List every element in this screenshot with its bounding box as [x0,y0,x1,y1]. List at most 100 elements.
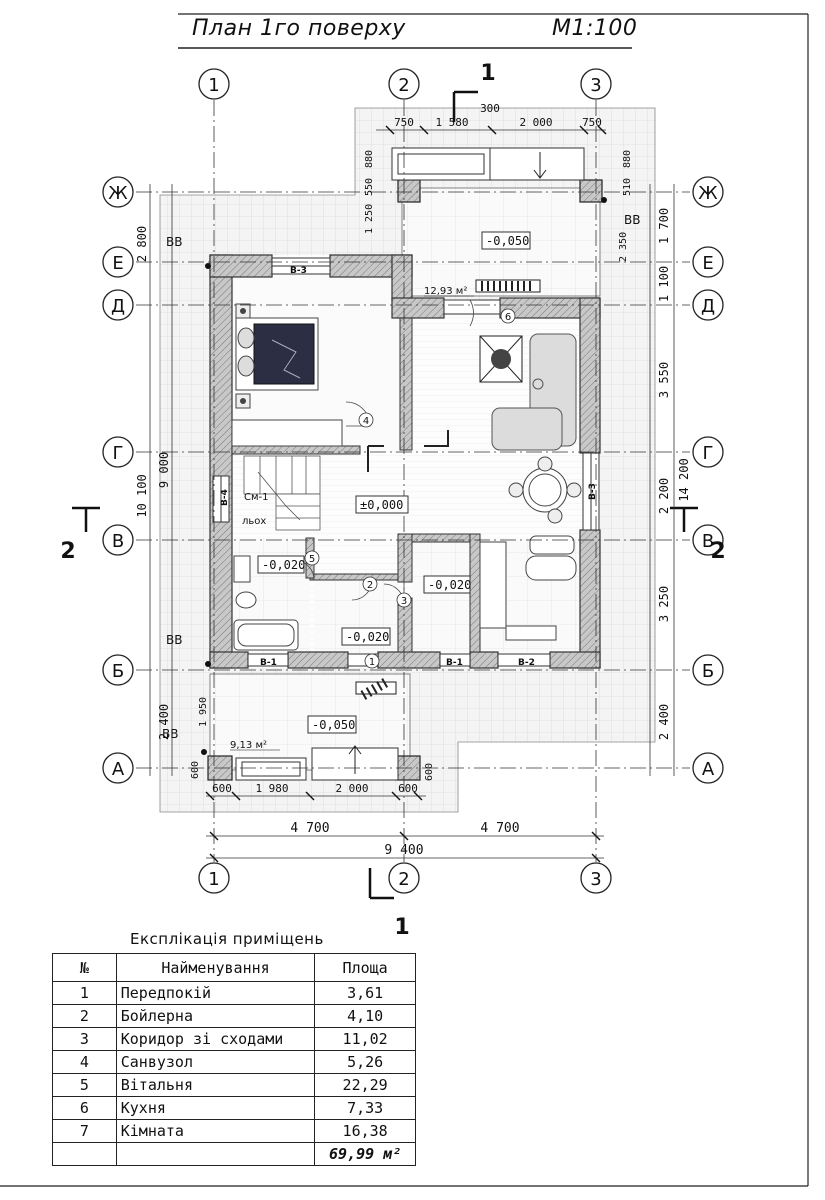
room-marker-6: 6 [505,312,511,323]
room-marker-1: 1 [369,657,375,668]
svg-text:9 400: 9 400 [384,843,423,858]
svg-text:ВВ: ВВ [624,213,640,227]
svg-text:ВВ: ВВ [166,633,182,647]
axis-label-h-a-right: А [702,759,715,780]
svg-text:600: 600 [424,763,435,781]
axis-label-h-b-right: Б [702,661,714,682]
svg-text:1 100: 1 100 [657,266,671,302]
total-row: 69,99 м² [52,1142,416,1166]
room-marker-4: 4 [363,416,369,427]
entry-arrows [348,152,547,774]
axis-label-h-v-right: В [702,531,714,552]
room-markers [304,308,516,669]
svg-text:300: 300 [480,102,500,115]
planters [235,147,585,781]
svg-text:9 000: 9 000 [157,452,171,488]
svg-text:1 950: 1 950 [198,697,209,727]
svg-text:2 400: 2 400 [657,704,671,740]
window-b2: В-2 [518,658,535,668]
section-1-bottom: 1 [394,915,409,940]
axis-label-h-a-left: А [112,759,125,780]
svg-text:600: 600 [212,782,232,795]
room-marker-5: 5 [309,554,315,565]
svg-text:2 200: 2 200 [657,478,671,514]
svg-text:1 250: 1 250 [364,204,375,234]
total-area: 69,99 м² [314,1142,416,1166]
area-labels: 12,93 м² 9,13 м² [230,286,474,751]
bed [235,303,319,409]
axis-label-v2-bottom: 2 [398,869,409,890]
axis-label-h-v-left: В [112,531,124,552]
svg-text:1 580: 1 580 [435,116,468,129]
level-marks: -0,050 -0,050 ±0,000 -0,020 -0,020 -0,02… [257,231,531,734]
dimension-lines [149,129,675,859]
axis-label-v2-top: 2 [398,75,409,96]
axis-label-v1-bottom: 1 [208,869,219,890]
dim-bottom-row: 600 1 980 2 000 600 [212,782,418,795]
level-boiler: -0,020 [428,578,471,592]
dimension-ticks [205,125,607,863]
level-terrace-top: -0,050 [486,234,529,248]
header-no: № [52,953,117,982]
svg-text:510: 510 [622,178,633,196]
svg-text:600: 600 [190,761,201,779]
grid-lines [136,100,690,862]
window-b1-right: В-1 [446,658,463,668]
svg-text:600: 600 [398,782,418,795]
axis-label-h-g-left: Г [113,443,124,464]
section-marks [72,90,698,900]
room-marker-2: 2 [367,580,373,591]
svg-text:750: 750 [582,116,602,129]
svg-text:4 700: 4 700 [290,821,329,836]
svg-text:3 550: 3 550 [657,362,671,398]
columns [207,179,603,781]
plan-title: План 1го поверху [192,16,406,41]
svg-text:14 200: 14 200 [677,458,691,501]
svg-text:1 700: 1 700 [657,208,671,244]
section-1-top: 1 [480,61,495,86]
axis-bubbles [102,68,724,894]
axis-label-h-e-right: Е [702,253,713,274]
axis-label-v1-top: 1 [208,75,219,96]
axis-label-v3-bottom: 3 [590,869,601,890]
level-bath: -0,020 [262,558,305,572]
window-marks: В-3 В-4 В-3 В-1 В-1 В-2 [220,266,598,668]
room-marker-3: 3 [401,596,407,607]
svg-text:ВВ: ВВ [162,727,178,741]
axis-label-h-zh-left: Ж [108,183,128,204]
svg-text:880: 880 [622,150,633,168]
area-terrace-bottom: 9,13 м² [230,740,267,751]
door-mats [355,279,541,700]
axis-label-h-zh-right: Ж [698,183,718,204]
dim-bottom-mid: 4 700 4 700 9 400 [290,821,519,858]
window-b1-left: В-1 [260,658,277,668]
svg-text:3 250: 3 250 [657,586,671,622]
window-b3-right: В-3 [588,483,598,500]
svg-text:750: 750 [394,116,414,129]
header-name: Найменування [115,953,316,982]
stair-label-cm1: См-1 [244,492,269,503]
svg-text:2 800: 2 800 [135,226,149,262]
axis-label-h-d-left: Д [111,296,125,317]
stairs [243,455,321,531]
wardrobe [231,419,343,447]
svg-text:10 100: 10 100 [135,474,149,517]
level-entry: -0,020 [346,630,389,644]
level-main: ±0,000 [360,498,403,512]
axis-label-v3-top: 3 [590,75,601,96]
kitchen-units [479,535,577,641]
svg-text:ВВ: ВВ [166,235,182,249]
dim-right: 1 700 1 100 3 550 2 200 14 200 3 250 2 4… [424,208,691,781]
dim-top-small: 880 550 1 250 880 510 2 350 [364,150,633,262]
svg-text:2 350: 2 350 [618,232,629,262]
window-b3-top: В-3 [290,266,307,276]
stair-label-cellar: льох [242,516,266,527]
